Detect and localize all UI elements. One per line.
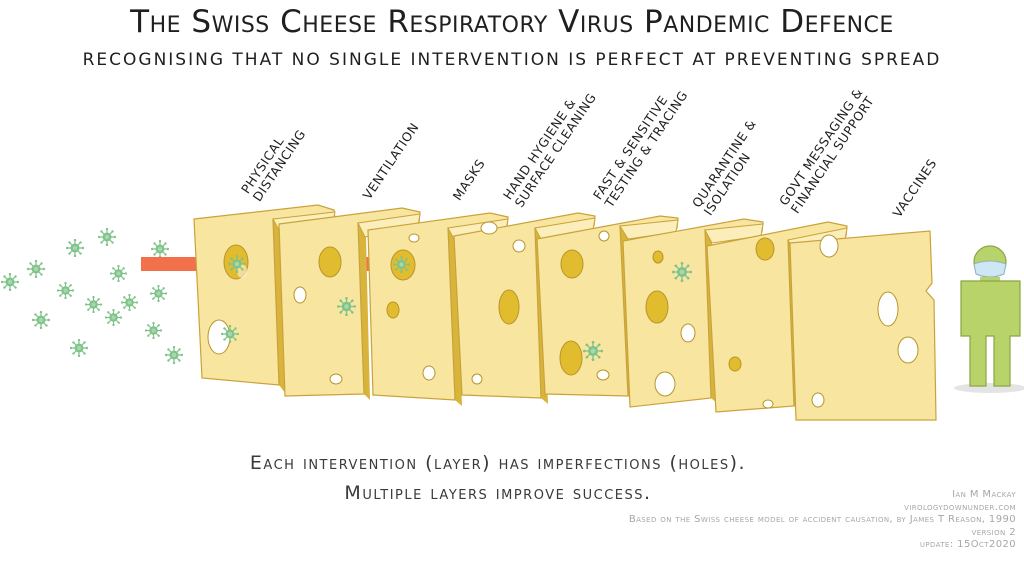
masked-person-icon [954, 245, 1024, 393]
credit-update: update: 15Oct2020 [919, 539, 1016, 550]
caption-line-2: Multiple layers improve success. [344, 482, 652, 504]
virus-icon [110, 265, 127, 282]
diagram-subtitle: Recognising that no single intervention … [82, 50, 942, 70]
virus-icon [221, 325, 239, 343]
virus-cloud [1, 228, 183, 364]
credit-version: version 2 [971, 526, 1016, 538]
credits-block: Ian M Mackay virologydownunder.com Based… [629, 489, 1016, 552]
virus-icon [393, 256, 410, 273]
virus-icon [672, 262, 692, 282]
caption-line-1: Each intervention (layer) has imperfecti… [249, 452, 747, 474]
virus-icon [70, 339, 88, 357]
credit-author: Ian M Mackay [952, 489, 1016, 500]
diagram-title: The Swiss Cheese Respiratory Virus Pande… [130, 4, 894, 40]
virus-icon [27, 260, 45, 278]
virus-icon [165, 346, 183, 364]
virus-icon [66, 239, 84, 257]
cheese-layer-vaccines [789, 230, 937, 421]
virus-icon [121, 294, 138, 311]
virus-icon [145, 322, 162, 339]
virus-icon [32, 311, 50, 329]
virus-icon [337, 297, 356, 316]
virus-icon [150, 285, 167, 302]
virus-icon [57, 282, 74, 299]
credit-basis: Based on the Swiss cheese model of accid… [628, 514, 1016, 525]
virus-icon [228, 255, 246, 273]
virus-icon [105, 309, 122, 326]
virus-icon [1, 273, 19, 291]
virus-icon [85, 296, 102, 313]
virus-icon [98, 228, 116, 246]
credit-site: virologydownunder.com [904, 501, 1016, 513]
virus-icon [151, 240, 169, 258]
virus-icon [583, 341, 603, 361]
